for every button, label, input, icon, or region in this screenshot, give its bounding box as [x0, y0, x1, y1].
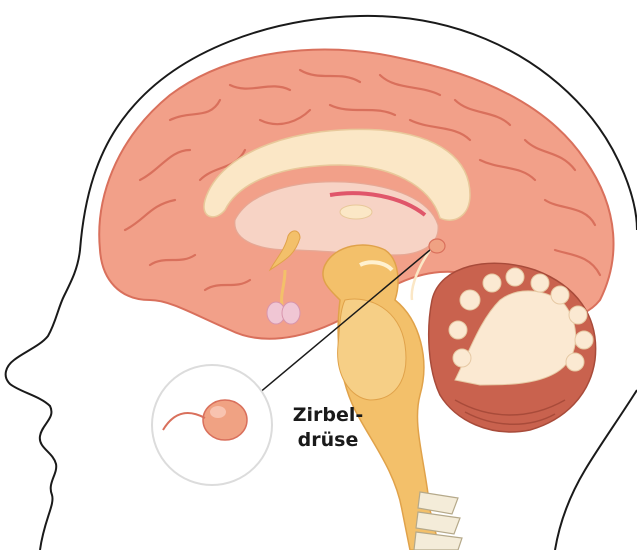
spine — [414, 492, 462, 550]
pituitary-right — [282, 302, 300, 324]
neck-outline — [555, 390, 637, 550]
callout-pineal-enlarged — [203, 400, 247, 440]
pineal-label-line1: Zirbel- — [288, 405, 368, 427]
thalamus-nucleus — [340, 205, 372, 219]
pineal-gland — [429, 239, 445, 253]
callout-pineal-highlight — [210, 406, 226, 418]
pineal-label-line2: drüse — [288, 430, 368, 452]
